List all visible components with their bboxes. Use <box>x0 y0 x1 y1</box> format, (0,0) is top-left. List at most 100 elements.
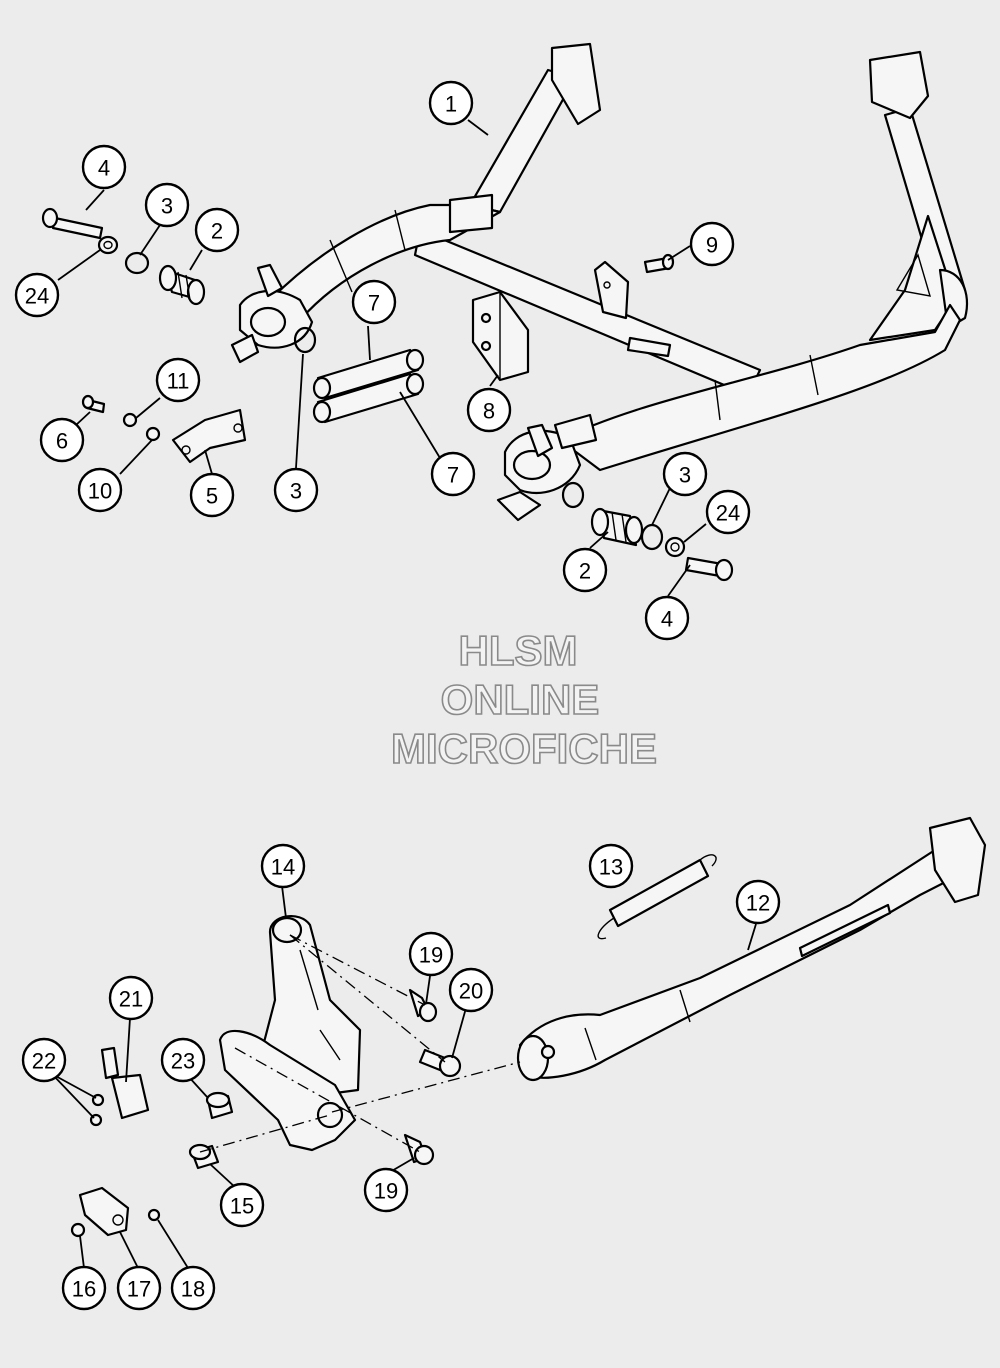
callout-number: 3 <box>679 463 691 488</box>
callout-circle <box>588 843 634 889</box>
callout-circle <box>363 1167 409 1213</box>
callout-number: 19 <box>374 1179 398 1204</box>
callout-circle <box>21 1037 67 1083</box>
callout-number: 6 <box>56 429 68 454</box>
bolt-19-upper <box>408 988 438 1023</box>
bushing-2-upper <box>158 264 206 306</box>
nut-16 <box>70 1222 86 1238</box>
callout-21: 21 <box>108 975 154 1021</box>
callout-circle <box>273 467 319 513</box>
callout-19: 19 <box>363 1167 409 1213</box>
callout-circle <box>689 221 735 267</box>
callout-circle <box>39 417 85 463</box>
callout-number: 8 <box>483 399 495 424</box>
callout-15: 15 <box>219 1182 265 1228</box>
callout-circle <box>735 879 781 925</box>
callout-24: 24 <box>14 272 60 318</box>
callout-6: 6 <box>39 417 85 463</box>
bracket-5 <box>171 408 247 464</box>
callout-number: 20 <box>459 979 483 1004</box>
o-ring-3-lower-left <box>561 481 585 509</box>
callout-9: 9 <box>689 221 735 267</box>
callout-number: 9 <box>706 233 718 258</box>
callout-number: 5 <box>206 484 218 509</box>
callout-2: 2 <box>562 547 608 593</box>
callout-circle <box>77 467 123 513</box>
callout-number: 21 <box>119 987 143 1012</box>
callout-number: 4 <box>98 156 110 181</box>
screws-22 <box>89 1093 105 1127</box>
o-ring-3-lower-right <box>640 523 664 551</box>
callout-number: 2 <box>579 559 591 584</box>
plug-15 <box>188 1143 220 1170</box>
callout-circle <box>61 1265 107 1311</box>
washer-24-upper <box>97 235 119 255</box>
callout-7: 7 <box>351 279 397 325</box>
watermark-line3: MICROFICHE <box>391 725 657 772</box>
sleeve-11 <box>122 412 138 428</box>
bolt-19-lower <box>403 1133 435 1166</box>
ring-18 <box>147 1208 161 1222</box>
callout-number: 17 <box>127 1277 151 1302</box>
callout-number: 14 <box>271 855 295 880</box>
callout-circle <box>428 80 474 126</box>
watermark-line1: HLSM <box>459 627 578 674</box>
callout-circle <box>160 1037 206 1083</box>
callout-circle <box>170 1265 216 1311</box>
callout-4: 4 <box>644 595 690 641</box>
callout-2: 2 <box>194 207 240 253</box>
callout-circle <box>562 547 608 593</box>
o-ring-3-upper <box>124 251 150 275</box>
callout-20: 20 <box>448 967 494 1013</box>
callout-circle <box>144 182 190 228</box>
sleeve-10 <box>145 426 161 442</box>
callout-5: 5 <box>189 472 235 518</box>
callout-circle <box>14 272 60 318</box>
callout-number: 4 <box>661 607 673 632</box>
callout-circle <box>81 144 127 190</box>
callout-circle <box>155 357 201 403</box>
spring-13 <box>597 854 717 940</box>
callout-circle <box>189 472 235 518</box>
switch-21 <box>100 1046 150 1120</box>
callout-number: 23 <box>171 1049 195 1074</box>
callout-23: 23 <box>160 1037 206 1083</box>
callout-circle <box>466 387 512 433</box>
spring-pair-7 <box>312 348 425 424</box>
washer-24-lower <box>664 536 686 558</box>
callout-17: 17 <box>116 1265 162 1311</box>
callout-circle <box>260 843 306 889</box>
callout-number: 13 <box>599 855 623 880</box>
callout-14: 14 <box>260 843 306 889</box>
callout-circle <box>351 279 397 325</box>
callout-circle <box>408 931 454 977</box>
side-stand-leg-12 <box>516 816 987 1082</box>
callout-7: 7 <box>430 451 476 497</box>
callout-number: 7 <box>368 291 380 316</box>
callout-number: 1 <box>445 92 457 117</box>
bolt-4-lower <box>684 556 734 582</box>
callout-circle <box>108 975 154 1021</box>
bushing-2-lower <box>590 507 644 547</box>
assembly-lines <box>199 934 521 1153</box>
callout-circle <box>448 967 494 1013</box>
callout-13: 13 <box>588 843 634 889</box>
callout-19: 19 <box>408 931 454 977</box>
callout-circle <box>662 451 708 497</box>
callout-3: 3 <box>144 182 190 228</box>
callout-number: 10 <box>88 479 112 504</box>
callout-10: 10 <box>77 467 123 513</box>
o-ring-3-center <box>293 326 317 354</box>
bolt-20 <box>418 1048 462 1078</box>
callout-circle <box>116 1265 162 1311</box>
callout-circle <box>219 1182 265 1228</box>
plate-17 <box>78 1186 130 1237</box>
stand-plate <box>218 1029 357 1152</box>
callout-number: 24 <box>25 284 49 309</box>
callout-11: 11 <box>155 357 201 403</box>
callout-number: 11 <box>167 369 190 394</box>
watermark: HLSM ONLINE MICROFICHE <box>390 626 658 773</box>
